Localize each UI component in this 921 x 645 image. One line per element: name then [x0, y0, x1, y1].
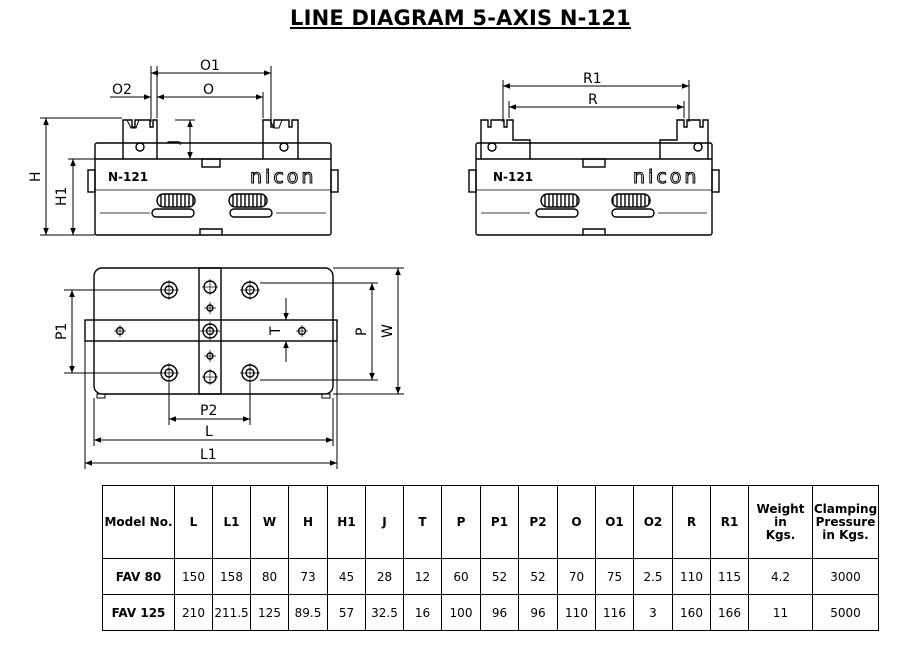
page-title: LINE DIAGRAM 5-AXIS N-121: [290, 6, 631, 30]
table-cell: 52: [480, 558, 519, 595]
table-header-clamping: Clamping Pressure in Kgs.: [812, 485, 879, 559]
dim-label-T: T: [268, 326, 284, 336]
table-cell: 5000: [812, 594, 879, 631]
table-cell: 52: [518, 558, 558, 595]
table-cell: 60: [441, 558, 481, 595]
table-cell: 11: [748, 594, 813, 631]
top-view: [84, 267, 338, 399]
side-view-dimensions: [502, 80, 690, 122]
table-cell: 28: [365, 558, 404, 595]
dim-label-P2: P2: [200, 403, 217, 419]
table-cell: 2.5: [633, 558, 673, 595]
table-header-cell: H1: [327, 485, 366, 559]
table-cell: 96: [518, 594, 558, 631]
dim-label-O2: O2: [112, 82, 132, 98]
dim-label-H1: H1: [54, 187, 70, 206]
table-header-cell: L1: [212, 485, 251, 559]
table-header-cell: Model No.: [102, 485, 175, 559]
side-view: [468, 119, 720, 236]
spec-table: Model No. L L1 W H H1 J T P P1 P2 O O1 O…: [102, 485, 879, 631]
table-row: FAV 80 150 158 80 73 45 28 12 60 52 52 7…: [102, 558, 879, 595]
side-brand-logo: nicon: [633, 166, 699, 188]
table-header-cell: L: [174, 485, 213, 559]
table-cell: 16: [403, 594, 442, 631]
dim-label-L: L: [205, 424, 213, 440]
dim-label-O: O: [203, 82, 214, 98]
table-header-cell: R: [672, 485, 711, 559]
table-header-cell: W: [250, 485, 289, 559]
table-cell: 160: [672, 594, 711, 631]
table-cell-model: FAV 125: [102, 594, 175, 631]
table-cell: 70: [557, 558, 596, 595]
table-cell: 57: [327, 594, 366, 631]
table-cell: 4.2: [748, 558, 813, 595]
table-cell: 3: [633, 594, 673, 631]
table-cell: 45: [327, 558, 366, 595]
table-header-row: Model No. L L1 W H H1 J T P P1 P2 O O1 O…: [102, 485, 879, 559]
weight-header-line: Kgs.: [765, 527, 796, 542]
table-header-weight: Weight in Kgs.: [748, 485, 813, 559]
clamping-header-line: Pressure: [815, 514, 876, 529]
table-cell: 210: [174, 594, 213, 631]
dim-label-J: J: [166, 140, 182, 145]
front-model-label: N-121: [108, 170, 148, 184]
table-header-cell: R1: [710, 485, 749, 559]
table-header-cell: P1: [480, 485, 519, 559]
line-diagram: N-121 nicon O1 O2 O J H H1: [28, 58, 720, 469]
front-brand-logo: nicon: [250, 166, 316, 188]
table-header-cell: T: [403, 485, 442, 559]
table-cell: 166: [710, 594, 749, 631]
dim-label-P: P: [354, 328, 370, 336]
weight-header-line: Weight in: [756, 501, 805, 529]
clamping-header-line: in Kgs.: [822, 527, 869, 542]
table-cell: 211.5: [212, 594, 251, 631]
table-cell: 75: [595, 558, 634, 595]
front-view: [87, 119, 339, 236]
table-cell: 110: [557, 594, 596, 631]
table-cell: 125: [250, 594, 289, 631]
dim-label-P1: P1: [54, 323, 70, 340]
table-header-cell: O1: [595, 485, 634, 559]
table-cell: 158: [212, 558, 251, 595]
front-view-dimensions: [40, 66, 272, 236]
table-cell: 100: [441, 594, 481, 631]
table-header-cell: P: [441, 485, 481, 559]
table-cell: 115: [710, 558, 749, 595]
table-cell: 3000: [812, 558, 879, 595]
table-header-cell: O2: [633, 485, 673, 559]
dim-label-L1: L1: [200, 447, 217, 463]
dim-label-W: W: [380, 324, 396, 338]
dim-label-R: R: [588, 92, 598, 108]
dim-label-O1: O1: [200, 58, 220, 74]
table-header-cell: J: [365, 485, 404, 559]
table-cell: 73: [288, 558, 328, 595]
table-header-cell: O: [557, 485, 596, 559]
table-cell: 89.5: [288, 594, 328, 631]
clamping-header-line: Clamping: [813, 501, 878, 516]
top-view-centerlines: [114, 279, 308, 385]
side-model-label: N-121: [493, 170, 533, 184]
dim-label-R1: R1: [583, 71, 602, 87]
table-cell: 110: [672, 558, 711, 595]
dim-label-H: H: [28, 171, 44, 182]
table-cell: 12: [403, 558, 442, 595]
table-header-cell: H: [288, 485, 328, 559]
table-cell-model: FAV 80: [102, 558, 175, 595]
table-cell: 150: [174, 558, 213, 595]
table-row: FAV 125 210 211.5 125 89.5 57 32.5 16 10…: [102, 594, 879, 631]
table-header-cell: P2: [518, 485, 558, 559]
table-cell: 116: [595, 594, 634, 631]
table-cell: 32.5: [365, 594, 404, 631]
top-view-dimensions: [64, 267, 404, 469]
table-cell: 80: [250, 558, 289, 595]
table-cell: 96: [480, 594, 519, 631]
